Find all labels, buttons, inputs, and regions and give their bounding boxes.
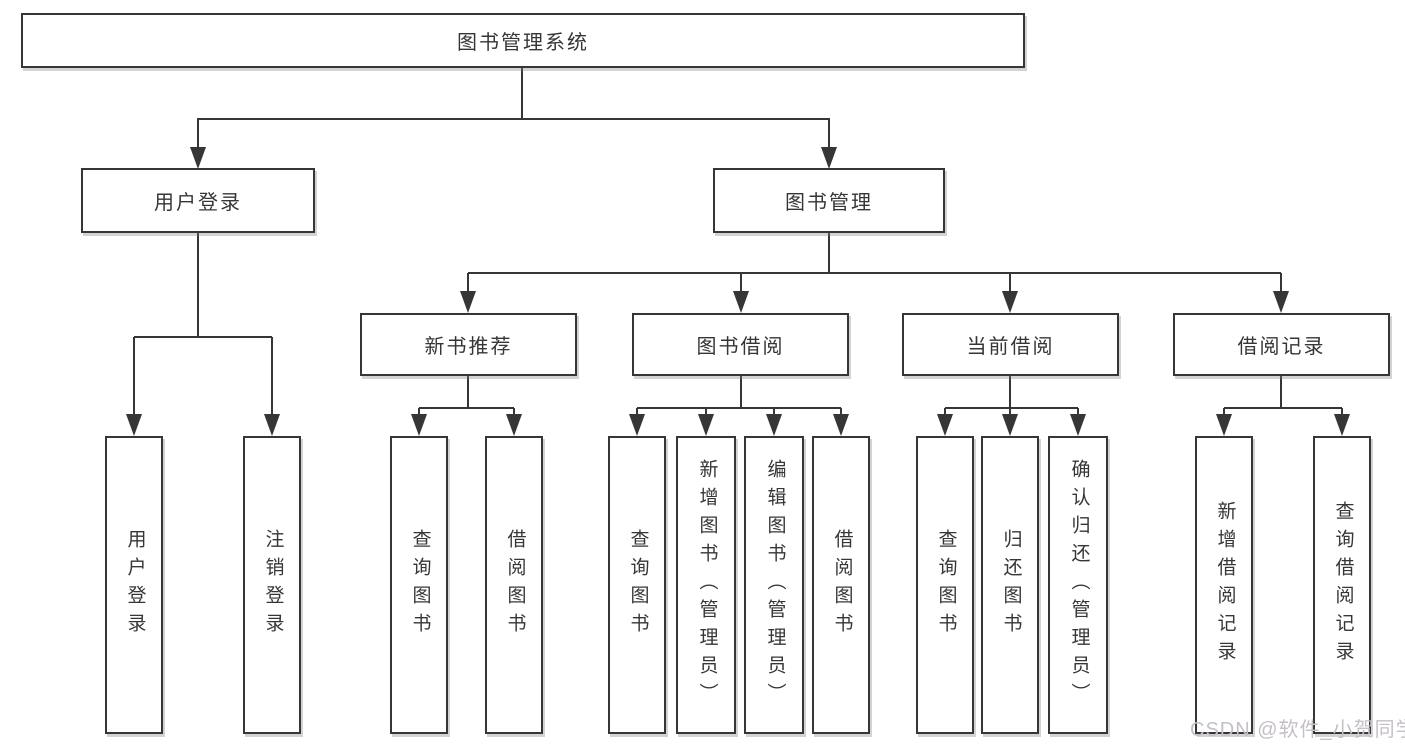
node-label: 新增图书（管理员） [696,459,718,711]
node-label: 注销登录 [262,529,284,641]
node-label: 图书管理系统 [457,32,589,54]
node-label: 查询借阅记录 [1332,501,1354,669]
node-leaf-borrow-books-borrow: 借阅图书 [812,436,870,734]
node-leaf-query-books-current: 查询图书 [916,436,974,734]
node-current-borrowing: 当前借阅 [902,313,1119,376]
node-label: 当前借阅 [966,336,1055,358]
node-label: 确认归还（管理员） [1068,459,1090,711]
node-leaf-logout: 注销登录 [243,436,301,734]
node-label: 借阅记录 [1237,336,1326,358]
node-label: 借阅图书 [831,529,853,641]
node-library-system: 图书管理系统 [21,13,1025,68]
node-book-borrowing: 图书借阅 [632,313,849,376]
node-label: 用户登录 [154,192,242,214]
node-leaf-add-borrow-record: 新增借阅记录 [1195,436,1253,734]
node-leaf-add-book-admin: 新增图书（管理员） [676,436,736,734]
node-label: 新增借阅记录 [1214,501,1236,669]
node-label: 用户登录 [124,529,146,641]
node-leaf-edit-book-admin: 编辑图书（管理员） [744,436,804,734]
csdn-watermark: CSDN @软件_小贺同学 [1190,719,1405,741]
node-leaf-query-books-recommend: 查询图书 [390,436,448,734]
node-leaf-confirm-return-admin: 确认归还（管理员） [1048,436,1108,734]
node-new-book-recommendation: 新书推荐 [360,313,577,376]
node-leaf-return-books: 归还图书 [981,436,1039,734]
node-book-management-module: 图书管理 [713,168,945,233]
node-borrowing-records: 借阅记录 [1173,313,1390,376]
node-label: 新书推荐 [424,336,513,358]
node-leaf-query-books-borrow: 查询图书 [608,436,666,734]
node-label: 编辑图书（管理员） [764,459,786,711]
node-label: 查询图书 [935,529,957,641]
node-leaf-user-login: 用户登录 [105,436,163,734]
connector-path [133,68,1343,416]
node-label: 归还图书 [1000,529,1022,641]
node-label: 图书借阅 [696,336,785,358]
arrowhead-icons [126,147,1350,436]
node-label: 借阅图书 [504,529,526,641]
node-label: 查询图书 [627,529,649,641]
node-label: 图书管理 [785,192,873,214]
node-label: 查询图书 [409,529,431,641]
node-leaf-query-borrow-record: 查询借阅记录 [1313,436,1371,734]
node-leaf-borrow-books-recommend: 借阅图书 [485,436,543,734]
node-user-login-module: 用户登录 [81,168,315,233]
